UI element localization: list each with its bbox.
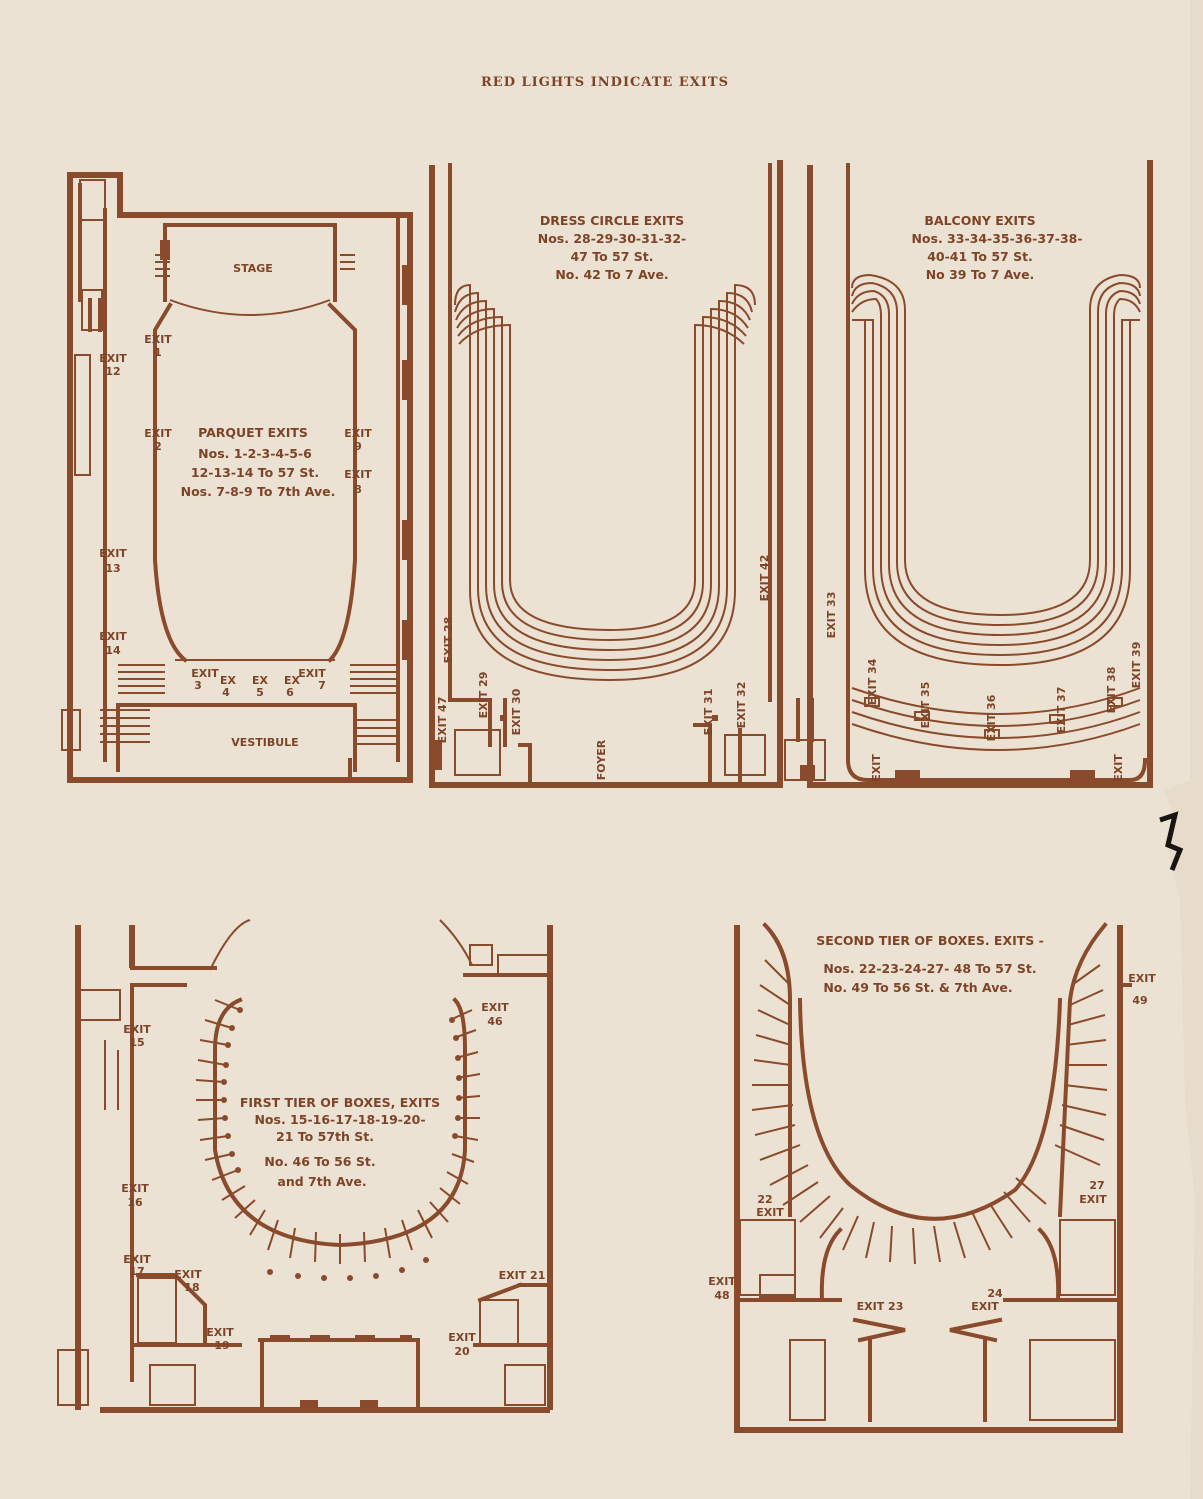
exit-16-label: EXIT [121,1182,149,1195]
first-tier-line-1: Nos. 15-16-17-18-19-20- [254,1112,425,1127]
exit-14-label: EXIT [99,630,127,643]
exit-49-number: 49 [1132,994,1147,1007]
first-tier-plan: FIRST TIER OF BOXES, EXITS Nos. 15-16-17… [57,919,553,1413]
exit-32-label: EXIT 32 [735,682,748,729]
dress-circle-title: DRESS CIRCLE EXITS [540,213,684,228]
exit-5-label: EX [252,674,269,687]
first-tier-line-2: 21 To 57th St. [276,1129,374,1144]
exit-29-label: EXIT 29 [477,672,490,719]
exit-37-label: EXIT 37 [1055,687,1068,734]
exit-5-number: 5 [256,686,264,699]
exit-27-number: 27 [1089,1179,1104,1192]
exit-14-number: 14 [105,644,121,657]
first-tier-line-3: No. 46 To 56 St. [264,1154,375,1169]
exit-18-number: 18 [184,1281,199,1294]
exit-1-label: EXIT [144,333,172,346]
second-tier-plan: SECOND TIER OF BOXES. EXITS - Nos. 22-23… [708,922,1156,1433]
second-tier-line-1: Nos. 22-23-24-27- 48 To 57 St. [823,961,1036,976]
exit-8-number: 8 [354,483,362,496]
foyer-label: FOYER [595,739,608,780]
dress-circle-line-3: No. 42 To 7 Ave. [555,267,668,282]
first-tier-line-4: and 7th Ave. [277,1174,366,1189]
parquet-plan: STAGE VESTIBULE PARQUET EXITS Nos. 1-2-3… [61,172,413,783]
exit-48-label: EXIT [708,1275,736,1288]
exit-2-label: EXIT [144,427,172,440]
exit-17-number: 17 [129,1265,144,1278]
exit-33-label: EXIT 33 [825,592,838,639]
exit-7-label: EXIT [298,667,326,680]
exit-1-number: 1 [154,346,162,359]
exit-12-number: 12 [105,365,120,378]
exit-49-label: EXIT [1128,972,1156,985]
exit-13-number: 13 [105,562,120,575]
exit-38-label: EXIT 38 [1105,667,1118,714]
exit-36-label: EXIT 36 [985,694,998,741]
first-tier-title: FIRST TIER OF BOXES, EXITS [240,1095,440,1110]
exit-6-label: EX [284,674,301,687]
exit-21-label: EXIT 21 [499,1269,546,1282]
exit-13-label: EXIT [99,547,127,560]
exit-18-label: EXIT [174,1268,202,1281]
exit-28-label: EXIT 28 [442,617,455,664]
dress-circle-plan: DRESS CIRCLE EXITS Nos. 28-29-30-31-32- … [429,160,783,788]
exit-22-number: 22 [757,1193,772,1206]
exit-39-label: EXIT 39 [1130,642,1143,689]
second-tier-line-2: No. 49 To 56 St. & 7th Ave. [823,980,1012,995]
vestibule-label: VESTIBULE [231,736,298,749]
exit-12-label: EXIT [99,352,127,365]
exit-9-number: 9 [354,440,362,453]
exit-31-label: EXIT 31 [702,689,715,736]
exit-15-number: 15 [129,1036,144,1049]
parquet-line-3: Nos. 7-8-9 To 7th Ave. [181,484,336,499]
exit-4-number: 4 [222,686,230,699]
exit-41-label: EXIT [1112,754,1125,782]
exit-47-label: EXIT 47 [436,697,449,744]
exit-34-label: EXIT 34 [866,658,879,705]
exit-22-label: EXIT [756,1206,784,1219]
exit-3-label: EXIT [191,667,219,680]
exit-40-label: EXIT [870,754,883,782]
balcony-line-3: No 39 To 7 Ave. [926,267,1035,282]
exit-2-number: 2 [154,440,162,453]
exit-9-label: EXIT [344,427,372,440]
stage-label: STAGE [233,262,273,275]
page-header: RED LIGHTS INDICATE EXITS [481,75,729,90]
exit-17-label: EXIT [123,1253,151,1266]
exit-19-label: EXIT [206,1326,234,1339]
dress-circle-line-1: Nos. 28-29-30-31-32- [538,231,687,246]
exit-16-number: 16 [127,1196,143,1209]
parquet-title: PARQUET EXITS [198,425,308,440]
exit-46-label: EXIT [481,1001,509,1014]
exit-24-label: EXIT [971,1300,999,1313]
exit-19-number: 19 [214,1339,229,1352]
exit-24-number: 24 [987,1287,1003,1300]
parquet-line-1: Nos. 1-2-3-4-5-6 [198,446,312,461]
exit-20-label: EXIT [448,1331,476,1344]
exit-30-label: EXIT 30 [510,688,523,735]
balcony-line-2: 40-41 To 57 St. [927,249,1033,264]
exit-8-label: EXIT [344,468,372,481]
exit-3-number: 3 [194,679,202,692]
exit-15-label: EXIT [123,1023,151,1036]
balcony-line-1: Nos. 33-34-35-36-37-38- [911,231,1082,246]
exit-35-label: EXIT 35 [919,682,932,729]
balcony-title: BALCONY EXITS [924,213,1035,228]
exit-6-number: 6 [286,686,294,699]
balcony-plan: BALCONY EXITS Nos. 33-34-35-36-37-38- 40… [784,160,1153,788]
exit-4-label: EX [220,674,237,687]
exit-48-number: 48 [714,1289,729,1302]
exit-46-number: 46 [487,1015,503,1028]
exit-42-label: EXIT 42 [758,555,771,602]
exit-7-number: 7 [318,679,326,692]
exit-27-label: EXIT [1079,1193,1107,1206]
dress-circle-line-2: 47 To 57 St. [570,249,653,264]
second-tier-title: SECOND TIER OF BOXES. EXITS - [816,933,1044,948]
exit-23-label: EXIT 23 [857,1300,904,1313]
exit-20-number: 20 [454,1345,470,1358]
parquet-line-2: 12-13-14 To 57 St. [191,465,319,480]
